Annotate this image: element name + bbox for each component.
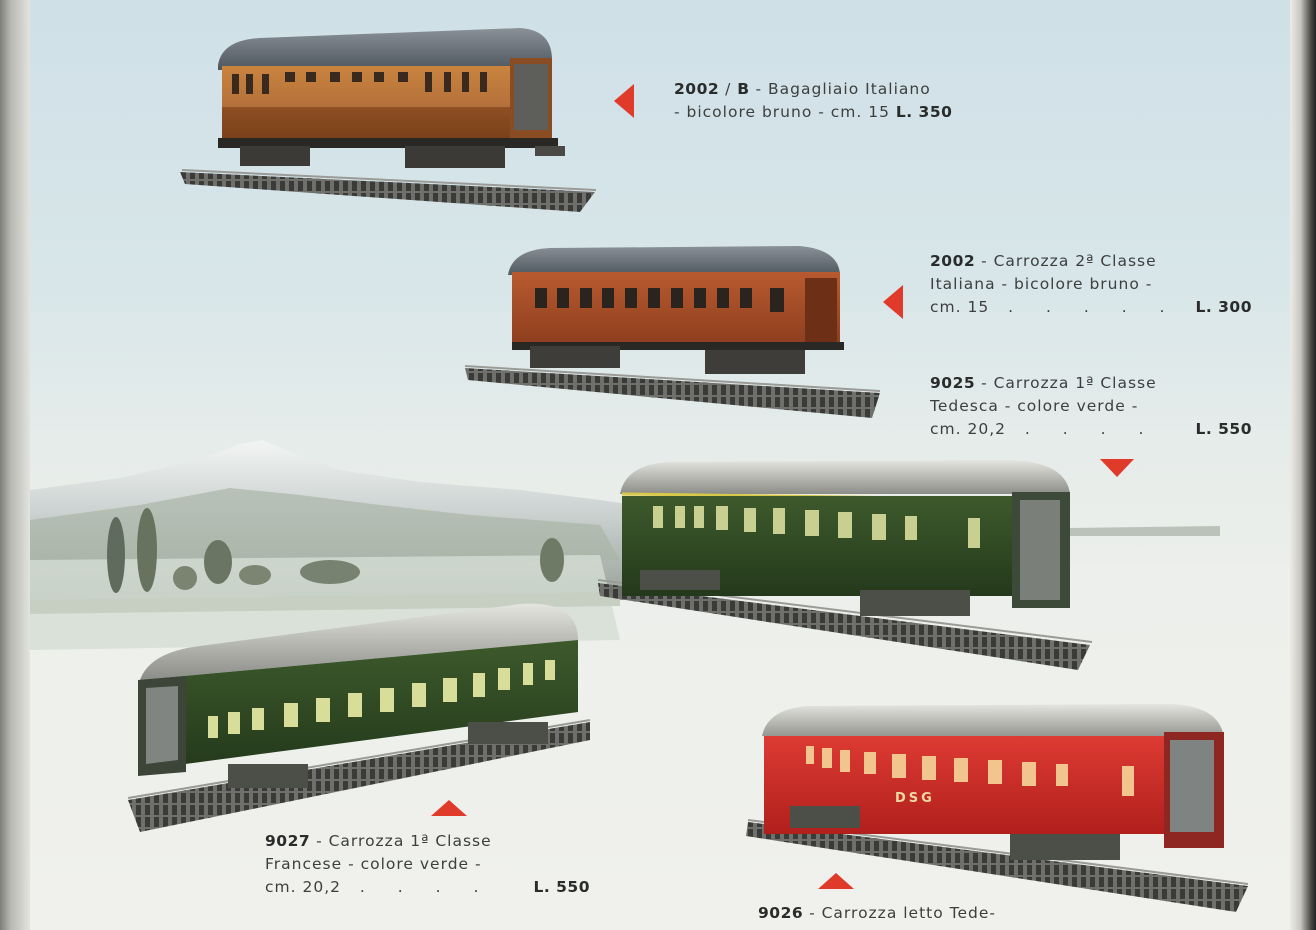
- dsg-car-label: DSG: [895, 791, 935, 806]
- caption-2002-b: 2002 / B - Bagagliaio Italiano - bicolor…: [674, 78, 1004, 124]
- item-title: Bagagliaio Italiano: [768, 80, 931, 98]
- pointer-marker-2002-b: [614, 84, 634, 118]
- item-code: 9027: [265, 832, 311, 850]
- item-suffix: B: [737, 80, 750, 98]
- item-size: cm. 15: [930, 298, 990, 316]
- item-description: Francese - colore verde -: [265, 855, 482, 873]
- pointer-marker-2002: [883, 285, 903, 319]
- caption-2002: 2002 - Carrozza 2ª Classe Italiana - bic…: [930, 250, 1252, 319]
- item-size: cm. 20,2: [930, 420, 1006, 438]
- item-price: L. 300: [1195, 298, 1252, 316]
- item-code: 9026: [758, 904, 804, 922]
- background-landscape: [30, 440, 1220, 650]
- item-description: Italiana - bicolore bruno -: [930, 275, 1153, 293]
- car-9025-image: [597, 460, 1093, 670]
- item-code: 9025: [930, 374, 976, 392]
- item-price: L. 350: [895, 103, 953, 121]
- item-separator: -: [809, 904, 816, 922]
- item-price: L. 550: [533, 878, 590, 896]
- item-code: 2002: [930, 252, 976, 270]
- item-separator: -: [755, 80, 763, 98]
- page-edge-shadow-right: [1290, 0, 1316, 930]
- pointer-marker-9025: [1100, 459, 1134, 477]
- car-9026-image: DSG: [746, 704, 1249, 912]
- caption-9025: 9025 - Carrozza 1ª Classe Tedesca - colo…: [930, 372, 1252, 441]
- item-title: Carrozza 1ª Classe: [328, 832, 492, 850]
- item-description: Tedesca - colore verde -: [930, 397, 1139, 415]
- item-title: Carrozza 1ª Classe: [993, 374, 1157, 392]
- page-spine-shadow-left: [0, 0, 30, 930]
- car-2002-b-image: [180, 28, 597, 212]
- item-price: L. 550: [1195, 420, 1252, 438]
- pointer-marker-9027: [431, 800, 467, 816]
- item-code: 2002: [674, 80, 720, 98]
- item-title: Carrozza letto Tede-: [821, 904, 996, 922]
- pointer-marker-9026: [818, 873, 854, 889]
- item-separator: -: [981, 374, 988, 392]
- item-separator: -: [316, 832, 323, 850]
- caption-9027: 9027 - Carrozza 1ª Classe Francese - col…: [265, 830, 590, 899]
- item-description: - bicolore bruno - cm. 15: [674, 103, 890, 121]
- item-separator: -: [981, 252, 988, 270]
- item-title: Carrozza 2ª Classe: [993, 252, 1157, 270]
- car-2002-image: [464, 246, 881, 418]
- caption-9026: 9026 - Carrozza letto Tede-: [758, 902, 1058, 925]
- car-9027-image: [127, 603, 591, 832]
- caption-2002-b-line1: 2002 / B - Bagagliaio Italiano: [674, 80, 931, 98]
- item-size: cm. 20,2: [265, 878, 341, 896]
